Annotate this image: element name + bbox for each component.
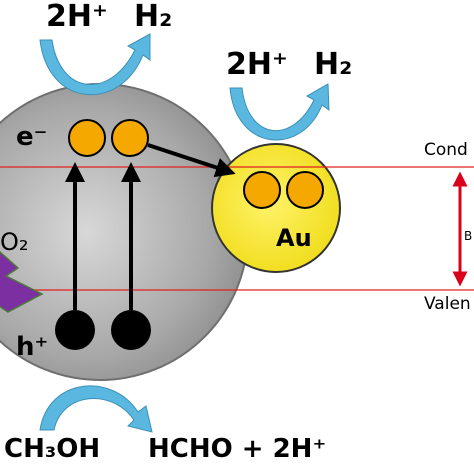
electron-label: e⁻ (16, 122, 48, 152)
hole-label: h⁺ (16, 332, 49, 362)
electron-circle (68, 119, 106, 157)
methanol-label: CH₃OH (4, 434, 101, 464)
au-label: Au (276, 224, 312, 252)
electron-circle (111, 119, 149, 157)
top-left-h-plus-label: 2H⁺ (46, 0, 108, 34)
valence-band-label: Valen (424, 294, 471, 314)
au-particle (211, 143, 341, 273)
light-arrow-icon (0, 250, 44, 313)
reaction-arrow-top-left (39, 33, 151, 96)
reaction-arrow-top-right (229, 83, 330, 141)
top-right-h-plus-label: 2H⁺ (226, 47, 288, 82)
product-label: HCHO + 2H⁺ (148, 434, 327, 464)
oxide-fragment-label: O₂ (0, 228, 29, 256)
top-left-h2-label: H₂ (134, 0, 173, 34)
reaction-arrow-bottom (39, 385, 153, 433)
hole-circle (55, 310, 95, 350)
conduction-band-label: Cond (424, 140, 468, 160)
hole-circle (111, 310, 151, 350)
electron-circle (286, 171, 324, 209)
electron-circle (243, 171, 281, 209)
electron-transfer-arrow (147, 143, 236, 178)
band-gap-label: B (464, 229, 473, 243)
top-right-h2-label: H₂ (314, 47, 353, 82)
